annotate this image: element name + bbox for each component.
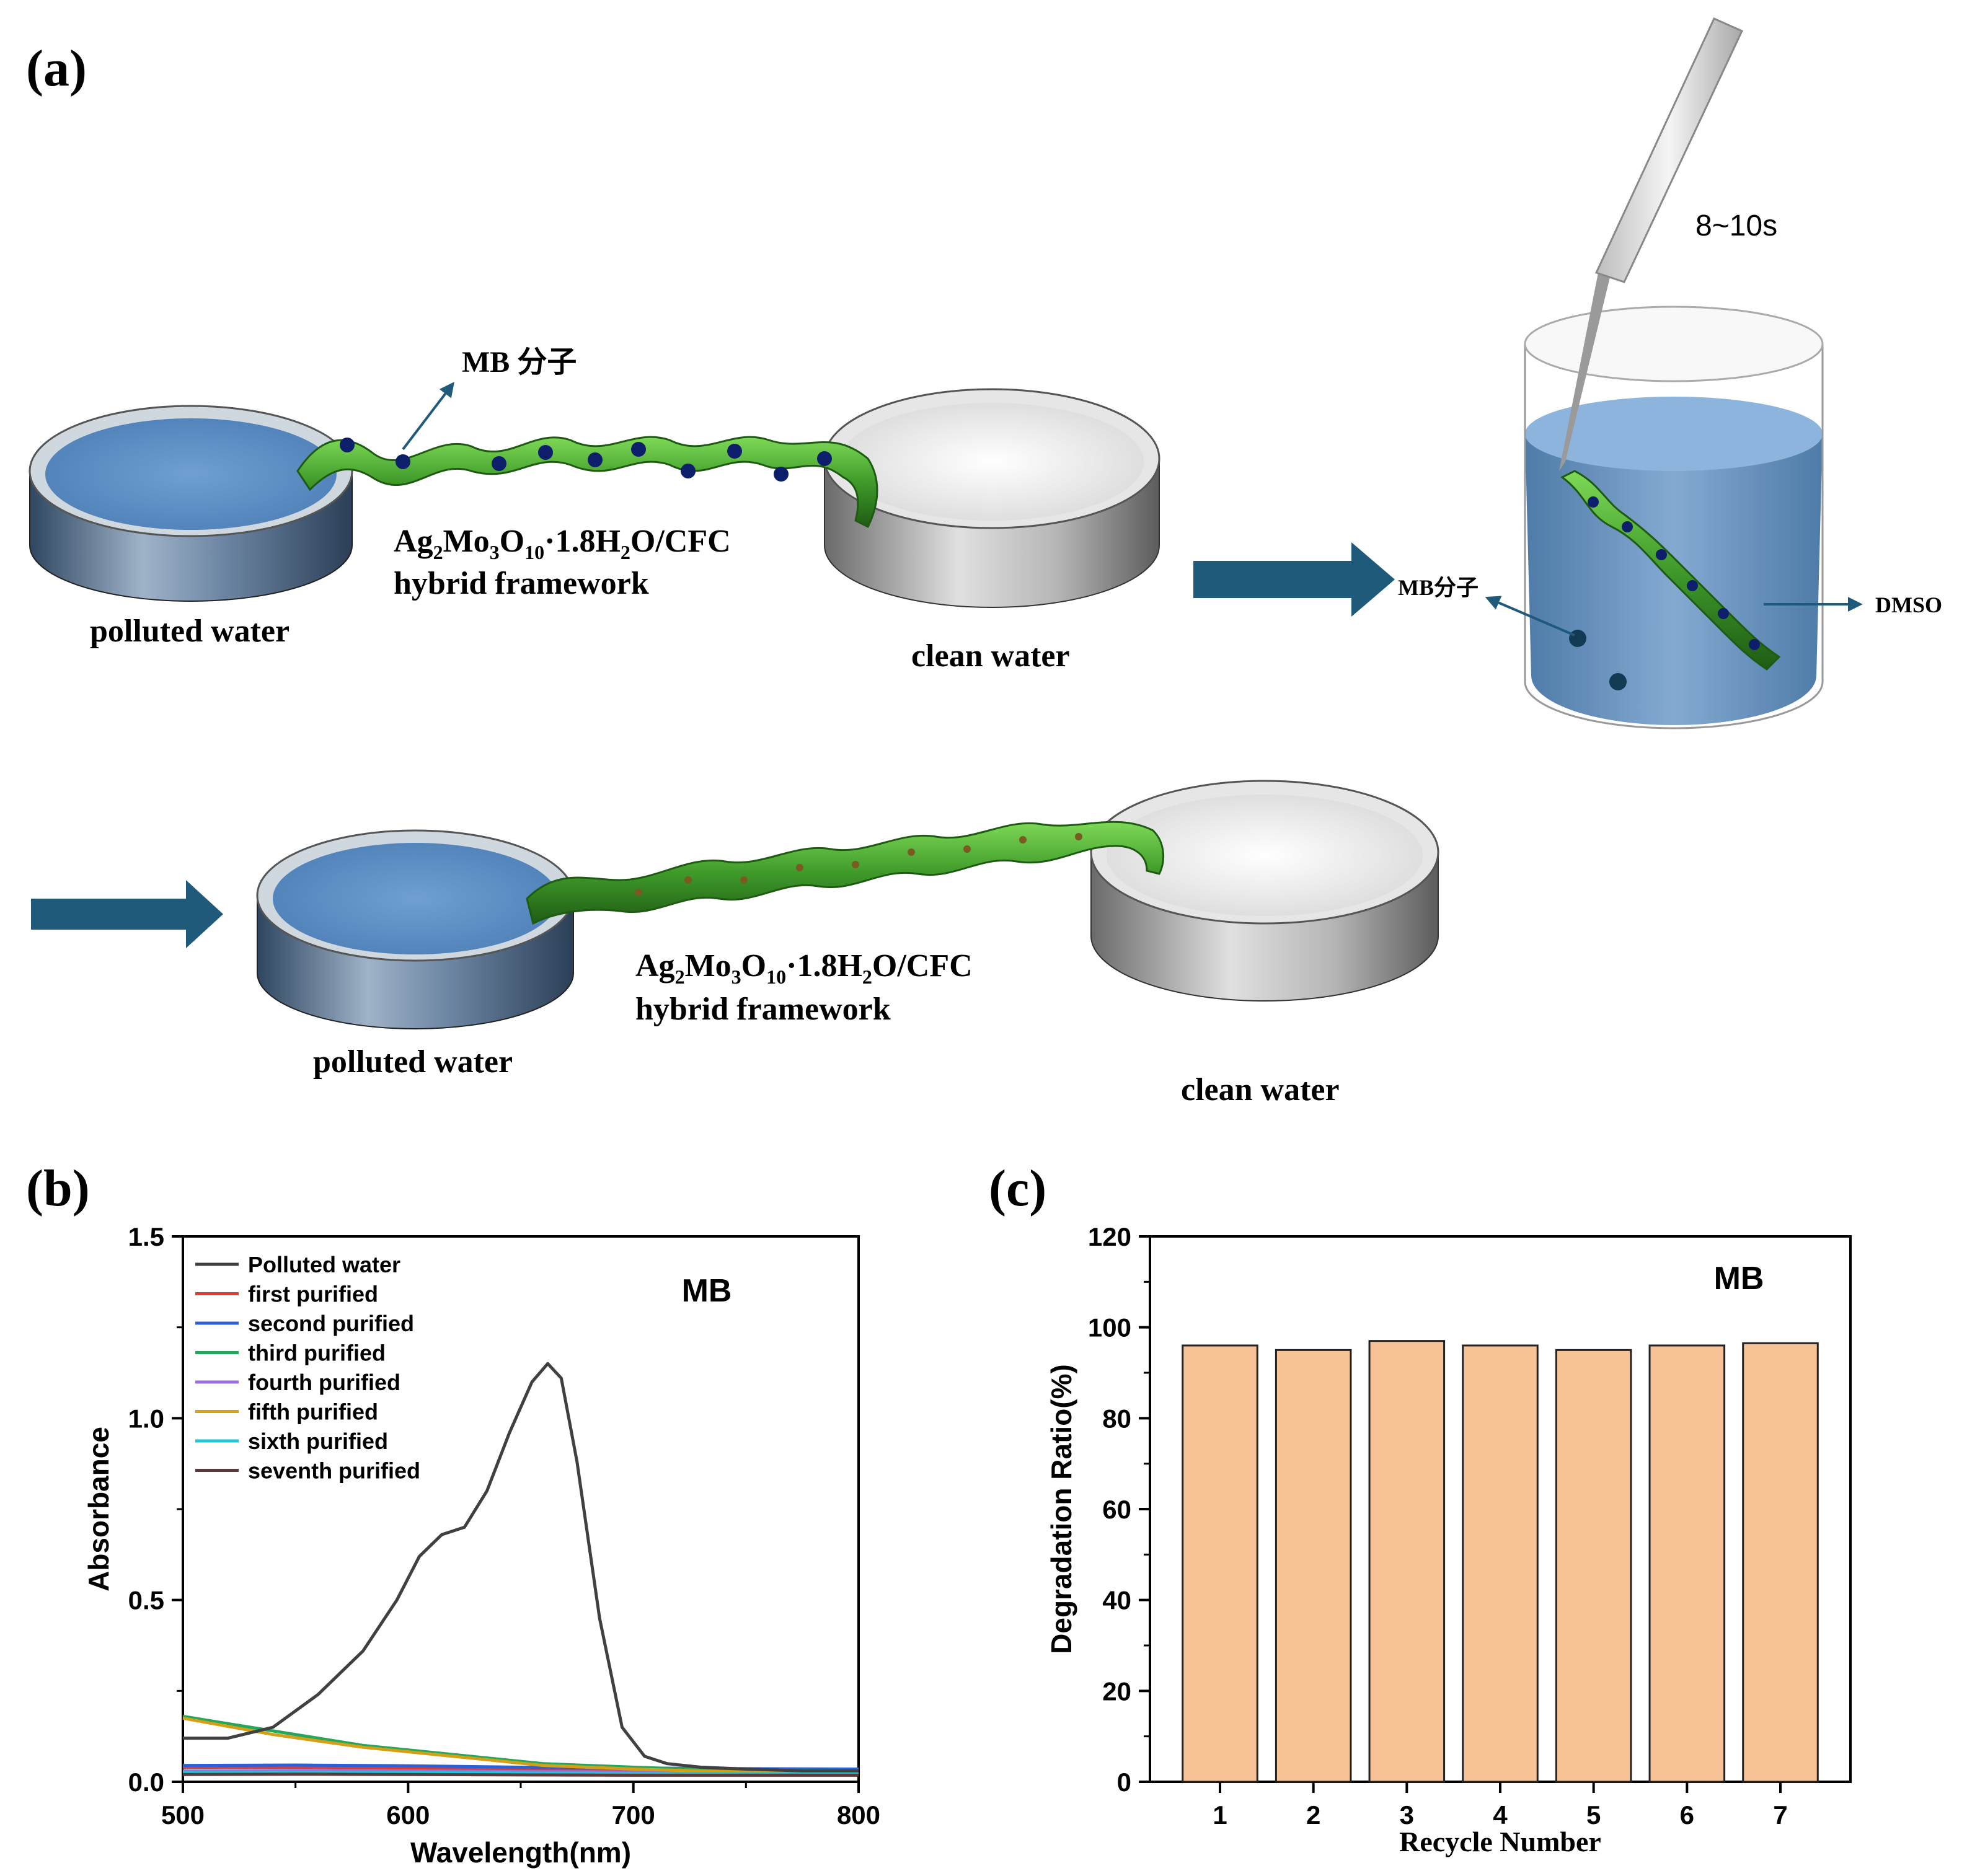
legend-label: Polluted water xyxy=(248,1252,400,1277)
panel-c-label: (c) xyxy=(989,1160,1046,1217)
mb-molecules-top xyxy=(340,438,832,482)
y-tick-label: 0.0 xyxy=(128,1768,164,1797)
dmso-beaker xyxy=(1524,306,1824,729)
bar-5 xyxy=(1555,1349,1632,1783)
x-tick-label: 5 xyxy=(1586,1800,1601,1830)
bar-7 xyxy=(1742,1342,1819,1783)
y-axis-label: Degradation Ratio(%) xyxy=(1045,1364,1077,1654)
y-tick-label: 40 xyxy=(1102,1586,1131,1615)
legend-label: fourth purified xyxy=(248,1370,400,1395)
x-tick-label: 7 xyxy=(1773,1800,1787,1830)
mb-pointer-arrow-beaker xyxy=(1485,596,1575,636)
legend-label: third purified xyxy=(248,1341,386,1366)
y-tick-label: 120 xyxy=(1088,1222,1131,1251)
framework-caption-top: hybrid framework xyxy=(394,566,649,601)
legend-label: sixth purified xyxy=(248,1429,388,1454)
clean-water-label-top: clean water xyxy=(911,638,1070,674)
chart-annotation-mb: MB xyxy=(682,1273,732,1309)
series-line-polluted-water xyxy=(183,1362,859,1773)
x-tick-label: 700 xyxy=(612,1800,655,1830)
flow-arrow-bottom xyxy=(31,880,223,948)
y-axis-label: Absorbance xyxy=(82,1427,115,1592)
pipette xyxy=(1594,17,1744,283)
clean-water-label-bottom: clean water xyxy=(1181,1072,1340,1108)
panel-b-label: (b) xyxy=(26,1160,90,1217)
mb-molecule-label-beaker: MB分子 xyxy=(1398,575,1479,600)
bar-2 xyxy=(1275,1349,1352,1783)
mb-pointer-arrow-top xyxy=(402,382,454,451)
y-tick-label: 0 xyxy=(1117,1768,1131,1797)
dmso-label: DMSO xyxy=(1875,592,1942,617)
y-tick-label: 100 xyxy=(1088,1313,1131,1342)
y-tick-label: 60 xyxy=(1102,1495,1131,1524)
x-tick-label: 1 xyxy=(1213,1800,1227,1830)
y-tick-label: 20 xyxy=(1102,1676,1131,1706)
x-axis-label: Wavelength(nm) xyxy=(410,1836,631,1869)
polluted-dish-bottom xyxy=(256,829,575,1029)
bar-6 xyxy=(1648,1344,1726,1783)
y-tick-label: 1.5 xyxy=(128,1222,164,1251)
framework-caption-bottom: hybrid framework xyxy=(635,992,891,1027)
framework-ribbon-top xyxy=(296,436,878,529)
polluted-water-label-bottom: polluted water xyxy=(313,1044,513,1080)
series-line-fifth-purified xyxy=(182,1716,859,1774)
framework-ribbon-bottom xyxy=(526,821,1165,925)
x-tick-label: 2 xyxy=(1306,1800,1320,1830)
y-tick-label: 80 xyxy=(1102,1404,1131,1433)
x-tick-label: 800 xyxy=(837,1800,880,1830)
bar-3 xyxy=(1368,1340,1446,1783)
x-tick-label: 6 xyxy=(1680,1800,1694,1830)
panel-a-label: (a) xyxy=(26,40,87,97)
x-tick-label: 500 xyxy=(161,1800,205,1830)
clean-dish-top xyxy=(823,388,1160,608)
legend-label: first purified xyxy=(248,1282,378,1307)
framework-formula-top: Ag2Mo3O10·1.8H2O/CFC xyxy=(394,524,731,563)
y-tick-label: 1.0 xyxy=(128,1404,164,1433)
flow-arrow-to-beaker xyxy=(1193,542,1395,617)
x-tick-label: 4 xyxy=(1493,1800,1508,1830)
legend-label: seventh purified xyxy=(248,1458,420,1484)
bar-1 xyxy=(1182,1344,1258,1783)
pipette-tip xyxy=(1559,266,1612,471)
x-tick-label: 600 xyxy=(386,1800,430,1830)
legend-label: fifth purified xyxy=(248,1399,378,1425)
bar-4 xyxy=(1462,1344,1539,1783)
time-label: 8~10s xyxy=(1695,209,1777,242)
mb-molecule-label-top: MB 分子 xyxy=(462,346,577,379)
y-tick-label: 0.5 xyxy=(128,1586,164,1615)
clean-dish-bottom xyxy=(1090,780,1439,1002)
x-axis-label: Recycle Number xyxy=(1399,1826,1601,1857)
x-tick-label: 3 xyxy=(1400,1800,1414,1830)
polluted-water-label-top: polluted water xyxy=(90,614,290,649)
framework-formula-bottom: Ag2Mo3O10·1.8H2O/CFC xyxy=(635,948,973,988)
series-line-seventh-purified xyxy=(182,1773,859,1777)
polluted-dish-top xyxy=(29,405,353,602)
chart-annotation-mb: MB xyxy=(1714,1261,1764,1297)
legend-label: second purified xyxy=(248,1311,414,1336)
